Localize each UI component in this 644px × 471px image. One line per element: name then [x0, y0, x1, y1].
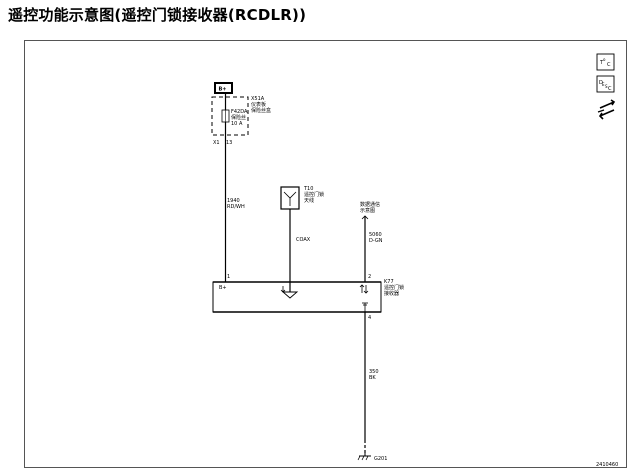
- desc-icon[interactable]: D E S C: [596, 75, 615, 93]
- module-name-2: 接收器: [384, 290, 399, 297]
- fuse-block-name-1: 仪表板: [251, 101, 266, 108]
- module-pin-right: 2: [368, 274, 371, 280]
- comm-ref-2: 示意图: [360, 207, 375, 214]
- fuse-id: F42DA: [231, 109, 248, 115]
- power-source-badge: B+: [214, 82, 233, 94]
- page-title: 遥控功能示意图(遥控门锁接收器(RCDLR)): [8, 6, 307, 24]
- module-k77: [212, 281, 382, 313]
- svg-text:C: C: [608, 86, 612, 92]
- connector-arrows-icon[interactable]: [597, 99, 616, 120]
- fuse-block-name-2: 保险丝盒: [251, 107, 271, 114]
- wire-ground-circuit: 350: [369, 369, 379, 375]
- ground-id: G201: [374, 456, 387, 462]
- svg-text:o: o: [603, 57, 606, 62]
- wire-left-color: RD/WH: [227, 204, 245, 210]
- antenna-name-1: 遥控门锁: [304, 191, 324, 198]
- svg-text:C: C: [607, 62, 611, 68]
- wire-ground-color: BK: [369, 375, 376, 381]
- fuse-connector: X1: [213, 140, 220, 146]
- wire-right-color: D-GN: [369, 238, 383, 244]
- module-pin-left: 1: [227, 274, 230, 280]
- coax-label: COAX: [296, 237, 311, 243]
- svg-text:S: S: [605, 84, 608, 89]
- diagram-frame: [24, 40, 627, 468]
- internal-ground-icon: [362, 302, 368, 312]
- module-id: K77: [384, 279, 394, 285]
- module-pin-bottom: 4: [368, 315, 371, 321]
- comm-arrow-icon: [361, 215, 369, 220]
- antenna-symbol: [280, 186, 300, 210]
- svg-text:E: E: [602, 82, 605, 87]
- antenna-input-icon: [280, 282, 299, 299]
- antenna-name-2: 天线: [304, 197, 314, 204]
- bidirectional-arrow-icon: [359, 284, 369, 294]
- power-badge-label: B+: [219, 87, 227, 93]
- svg-text:T: T: [599, 60, 604, 66]
- fuse-rating: 10 A: [231, 121, 243, 127]
- module-bplus: B+: [219, 285, 227, 291]
- wire-right-circuit: 5060: [369, 232, 382, 238]
- antenna-id: T10: [303, 186, 313, 192]
- fuse-name: 保险丝: [231, 114, 246, 121]
- fuse-block-id: X51A: [251, 96, 265, 102]
- comm-ref-1: 数据通信: [360, 201, 380, 208]
- module-name-1: 遥控门锁: [384, 284, 404, 291]
- svg-text:D: D: [599, 80, 603, 86]
- chassis-ground-icon: [357, 453, 371, 461]
- fuse-pin: 13: [226, 140, 232, 146]
- figure-id: 2410460: [596, 462, 618, 468]
- wire-left-circuit: 1940: [227, 198, 240, 204]
- toc-icon[interactable]: T o C: [596, 53, 615, 71]
